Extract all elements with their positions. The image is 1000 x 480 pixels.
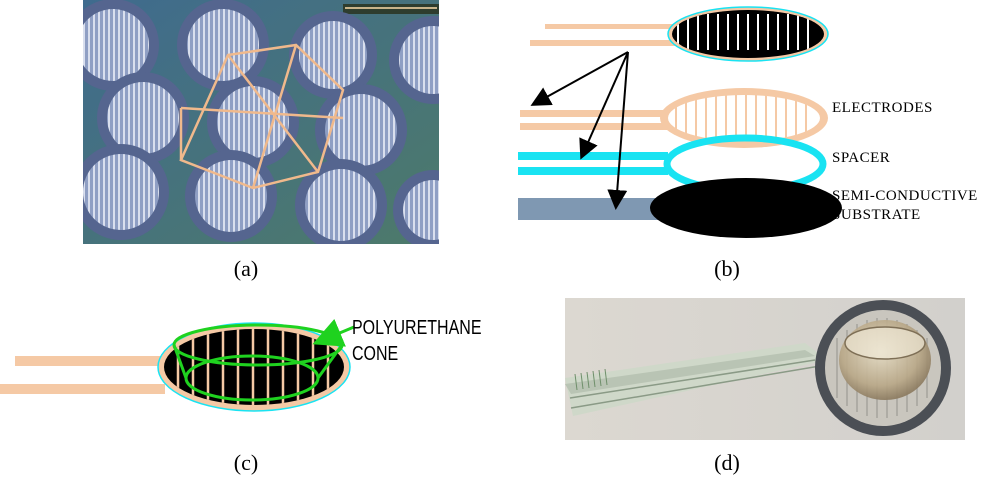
label-electrodes: ELECTRODES <box>832 100 933 117</box>
label-substrate-line2: SUBSTRATE <box>832 207 921 224</box>
caption-c: (c) <box>216 450 276 476</box>
sensor-array-photo <box>83 0 439 244</box>
caption-d: (d) <box>697 450 757 476</box>
label-cone-line1: POLYURETHANE <box>352 317 482 340</box>
label-substrate-line1: SEMI-CONDUCTIVE <box>832 188 978 205</box>
label-cone-line2: CONE <box>352 343 398 366</box>
label-spacer: SPACER <box>832 150 890 167</box>
caption-a: (a) <box>216 256 276 282</box>
panel-a <box>83 0 439 244</box>
panel-d <box>565 298 965 440</box>
caption-b: (b) <box>697 256 757 282</box>
fsr-sensor-photo <box>565 298 965 440</box>
